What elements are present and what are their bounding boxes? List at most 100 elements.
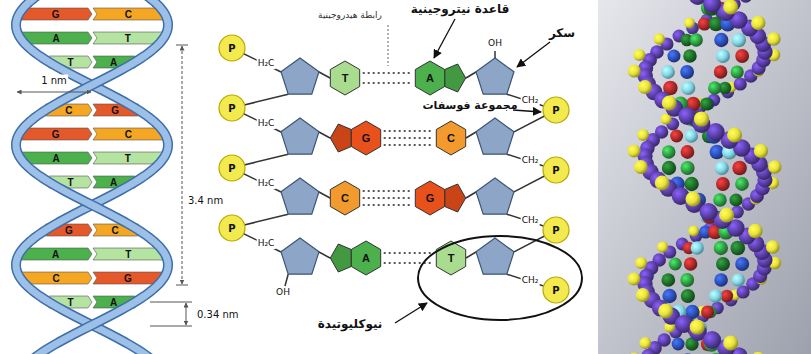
- callout-label: قاعدة نيتروجينية: [411, 3, 510, 16]
- base-letter: A: [110, 177, 117, 188]
- atom-sphere: [754, 144, 768, 158]
- atom-sphere: [714, 33, 728, 47]
- hydrogen-bond: [384, 262, 434, 264]
- dimension-line: [186, 303, 187, 325]
- base-letter: C: [112, 225, 119, 236]
- sugar-pentagon: [281, 58, 319, 94]
- glycosidic-bond: [319, 252, 330, 258]
- group-label: CH₂: [521, 216, 540, 226]
- atom-sphere: [662, 96, 677, 111]
- dimension-line: [17, 92, 91, 93]
- sugar-pentagon: [476, 58, 514, 94]
- atom-sphere: [685, 191, 700, 206]
- purine-ring: [445, 64, 466, 92]
- atom-sphere: [716, 177, 730, 191]
- atom-sphere: [639, 337, 651, 349]
- double-helix: [16, 0, 168, 354]
- dimension-tick: [176, 285, 188, 286]
- atom-sphere: [654, 33, 665, 44]
- base-letter: A: [362, 252, 370, 264]
- atom-sphere: [735, 177, 749, 191]
- atom-sphere: [628, 353, 641, 354]
- atom-sphere: [766, 240, 780, 254]
- phosphate-symbol: P: [228, 43, 235, 54]
- atom-sphere: [709, 289, 722, 302]
- atom-sphere: [735, 49, 749, 63]
- atom-sphere: [701, 305, 714, 318]
- atom-sphere: [713, 193, 727, 207]
- atom-sphere: [723, 0, 738, 15]
- hydrogen-bond: [384, 130, 434, 132]
- atom-sphere: [751, 352, 765, 354]
- atom-sphere: [719, 207, 734, 222]
- hydrogen-bond: [384, 137, 434, 139]
- group-label: H₂C: [257, 239, 276, 249]
- atom-sphere: [661, 273, 675, 287]
- atom-sphere: [661, 65, 675, 79]
- backbone-bond: [494, 51, 496, 58]
- space-filling-model: [598, 0, 811, 354]
- sugar-pentagon: [281, 118, 319, 154]
- atom-sphere: [703, 331, 721, 349]
- base-letter: A: [53, 153, 60, 164]
- glycosidic-bond: [466, 72, 476, 78]
- atom-sphere: [751, 16, 765, 30]
- group-label: CH₂: [521, 276, 540, 286]
- base-ring: [351, 241, 380, 275]
- hydrogen-bond: [363, 197, 413, 199]
- base-rung: [93, 272, 164, 284]
- atom-sphere: [663, 353, 676, 354]
- atom-sphere: [731, 65, 744, 78]
- dimension-tick: [176, 45, 188, 46]
- base-letter: C: [53, 273, 60, 284]
- base-ring: [351, 121, 380, 155]
- atom-sphere: [739, 0, 752, 3]
- helix-strand-edge: [16, 0, 168, 354]
- base-letter: G: [426, 192, 435, 204]
- base-letter: C: [125, 129, 132, 140]
- backbone-bond: [285, 274, 288, 286]
- atom-sphere: [698, 18, 710, 30]
- sugar-pentagon: [281, 238, 319, 274]
- atom-sphere: [684, 177, 698, 191]
- atom-sphere: [694, 111, 709, 126]
- atom-sphere: [748, 224, 763, 239]
- atom-sphere: [636, 288, 650, 302]
- atom-sphere: [681, 81, 695, 95]
- atom-sphere: [715, 161, 729, 175]
- atom-sphere: [681, 289, 695, 303]
- nucleotide-outline: [418, 236, 582, 320]
- atom-sphere: [680, 273, 694, 287]
- glycosidic-bond: [319, 192, 330, 198]
- phosphate-symbol: P: [228, 103, 235, 114]
- atom-sphere: [700, 97, 713, 110]
- atom-sphere: [638, 80, 652, 94]
- atom-sphere: [721, 290, 734, 303]
- base-letter: T: [67, 57, 73, 68]
- base-letter: A: [110, 297, 117, 308]
- helix-strand: [16, 0, 168, 354]
- phosphate-group: [543, 277, 569, 303]
- dimension-line: [182, 46, 183, 284]
- group-label: OH: [487, 39, 503, 49]
- dimension-lines: [17, 45, 192, 326]
- atom-sphere: [690, 319, 705, 334]
- base-ring: [415, 181, 444, 215]
- atom-sphere: [714, 273, 728, 287]
- atom-sphere: [684, 257, 697, 270]
- base-letter: A: [52, 249, 59, 260]
- atom-sphere: [683, 49, 697, 63]
- atom-sphere: [734, 77, 747, 90]
- phosphate-group: [543, 217, 569, 243]
- phosphate-group: [543, 97, 569, 123]
- atom-sphere: [680, 65, 694, 79]
- atom-sphere: [691, 241, 704, 254]
- leader-arrow: [517, 42, 550, 67]
- atom-sphere: [641, 349, 655, 354]
- sugar-pentagon: [476, 118, 514, 154]
- base-letter: C: [447, 132, 455, 144]
- atom-sphere: [714, 65, 728, 79]
- backbone-bonds: [232, 48, 556, 290]
- atom-sphere: [714, 241, 728, 255]
